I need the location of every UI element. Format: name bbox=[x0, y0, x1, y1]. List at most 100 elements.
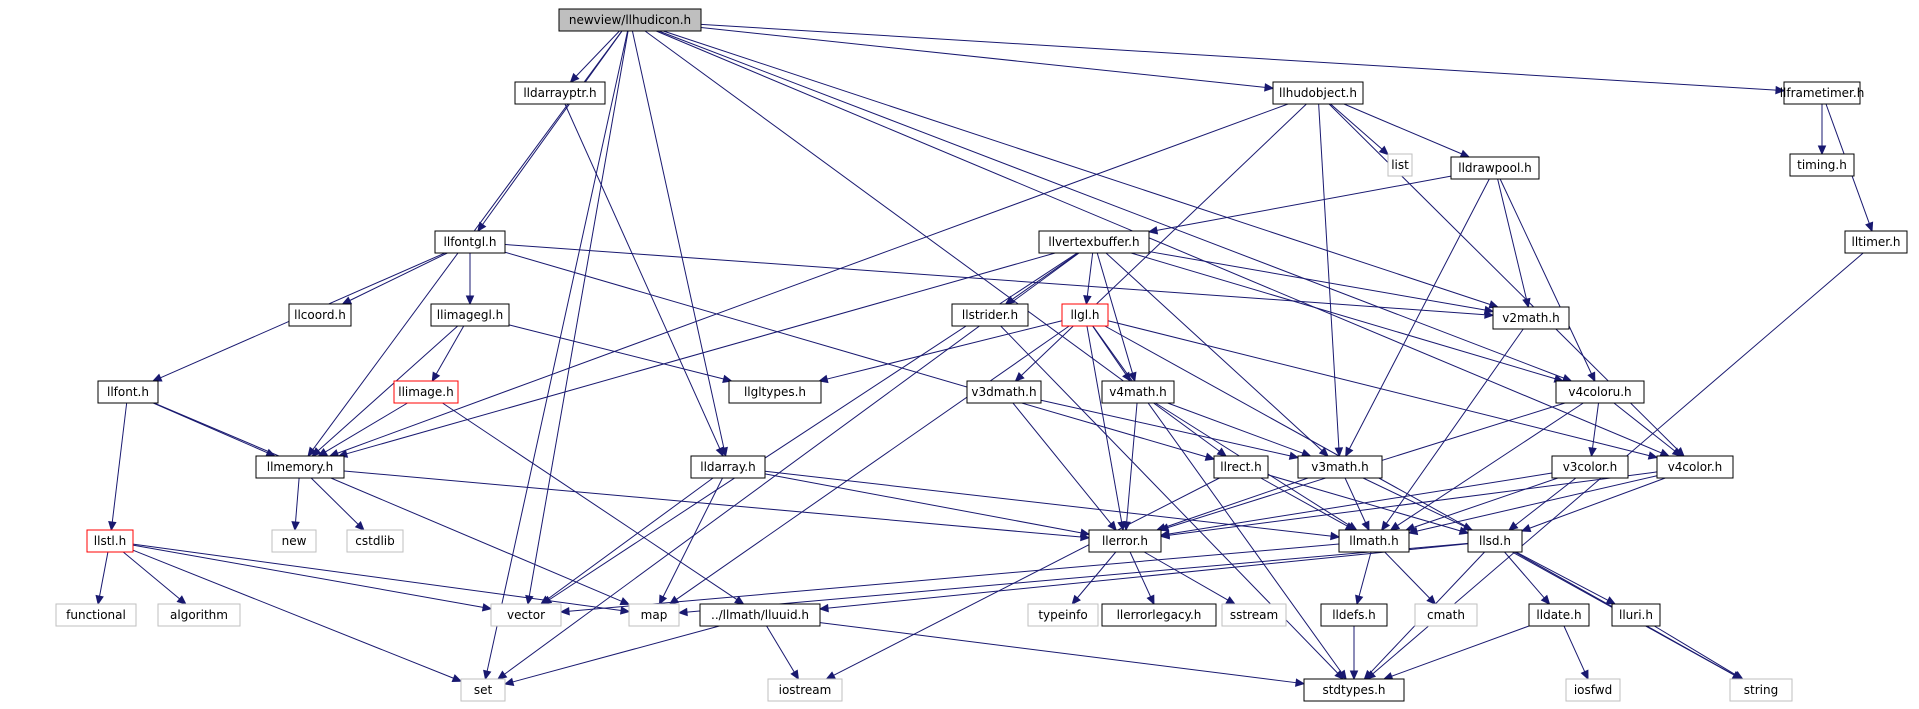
node-llgl[interactable]: llgl.h bbox=[1061, 303, 1109, 327]
edge-root-to-set bbox=[483, 30, 629, 681]
node-lldefs[interactable]: lldefs.h bbox=[1320, 603, 1388, 627]
node-llfont[interactable]: llfont.h bbox=[97, 380, 159, 404]
edge-line bbox=[547, 477, 714, 600]
node-label: list bbox=[1391, 158, 1409, 172]
node-box bbox=[1656, 455, 1734, 479]
edge-line bbox=[764, 473, 1082, 534]
edge-llmemory-to-cstdlib bbox=[310, 477, 365, 531]
edge-llvertexbuffer-to-v4math bbox=[1096, 252, 1137, 383]
node-v4math[interactable]: v4math.h bbox=[1101, 380, 1175, 404]
node-functional: functional bbox=[55, 603, 137, 627]
edge-lldarrayptr-to-lldarray bbox=[564, 103, 724, 458]
edge-line bbox=[568, 543, 1340, 612]
node-vector: vector bbox=[490, 603, 562, 627]
edge-root-to-llframetimer bbox=[700, 23, 1786, 95]
edge-llfontgl-to-llrect bbox=[504, 251, 1216, 461]
node-stdtypes[interactable]: stdtypes.h bbox=[1303, 678, 1405, 702]
node-algorithm: algorithm bbox=[157, 603, 241, 627]
edge-arrowhead bbox=[1605, 596, 1617, 605]
node-label: vector bbox=[507, 608, 545, 622]
edge-line bbox=[686, 542, 1469, 613]
node-llmemory[interactable]: llmemory.h bbox=[255, 455, 345, 479]
node-v4color[interactable]: v4color.h bbox=[1656, 455, 1734, 479]
node-string: string bbox=[1729, 678, 1793, 702]
node-llmath[interactable]: llmath.h bbox=[1338, 529, 1410, 553]
edge-llmath-to-vector bbox=[559, 543, 1340, 616]
edge-line bbox=[1385, 328, 1524, 524]
node-llcoord[interactable]: llcoord.h bbox=[288, 303, 352, 327]
edge-line bbox=[349, 252, 448, 301]
edge-llstl-to-vector bbox=[132, 544, 493, 612]
node-lltimer[interactable]: lltimer.h bbox=[1844, 230, 1908, 254]
node-llsd[interactable]: llsd.h bbox=[1467, 529, 1523, 553]
edge-line bbox=[631, 30, 725, 449]
node-root[interactable]: newview/llhudicon.h bbox=[558, 8, 702, 32]
edge-llvertexbuffer-to-llgl bbox=[1083, 252, 1094, 306]
edge-arrowhead bbox=[1407, 526, 1419, 536]
node-box bbox=[1297, 455, 1383, 479]
node-lluri[interactable]: lluri.h bbox=[1611, 603, 1661, 627]
node-llfontgl[interactable]: llfontgl.h bbox=[434, 230, 506, 254]
edge-arrowhead bbox=[658, 594, 668, 606]
node-label: llgl.h bbox=[1070, 308, 1099, 322]
edge-v4color-to-llerror bbox=[1159, 471, 1658, 540]
node-llrect[interactable]: llrect.h bbox=[1213, 455, 1269, 479]
node-box bbox=[288, 303, 352, 327]
node-v2math[interactable]: v2math.h bbox=[1492, 306, 1570, 330]
edge-line bbox=[700, 27, 1266, 88]
edge-llvertexbuffer-to-v2math bbox=[1148, 251, 1495, 315]
edge-line bbox=[132, 543, 622, 612]
node-label: stdtypes.h bbox=[1322, 683, 1385, 697]
node-box bbox=[558, 8, 702, 32]
edge-root-to-v2math bbox=[663, 30, 1499, 309]
node-label: llhudobject.h bbox=[1279, 86, 1357, 100]
node-timing[interactable]: timing.h bbox=[1789, 153, 1855, 177]
edge-arrowhead bbox=[1671, 447, 1683, 457]
node-label: llfont.h bbox=[107, 385, 149, 399]
node-lluuid[interactable]: ../llmath/lluuid.h bbox=[699, 603, 821, 627]
edge-line bbox=[132, 549, 454, 679]
edge-line bbox=[1515, 551, 1609, 601]
node-lldarray[interactable]: lldarray.h bbox=[690, 455, 766, 479]
edge-line bbox=[1397, 402, 1584, 527]
node-llvertexbuffer[interactable]: llvertexbuffer.h bbox=[1038, 230, 1150, 254]
node-v3dmath[interactable]: v3dmath.h bbox=[966, 380, 1042, 404]
edge-arrowhead bbox=[1587, 371, 1596, 383]
node-box bbox=[1565, 678, 1621, 702]
node-llimage[interactable]: llimage.h bbox=[393, 380, 459, 404]
node-v3math[interactable]: v3math.h bbox=[1297, 455, 1383, 479]
edge-arrowhead bbox=[1159, 531, 1170, 540]
edge-arrowhead bbox=[1389, 521, 1401, 531]
edge-v3math-to-llmath bbox=[1344, 477, 1370, 532]
node-box bbox=[1213, 455, 1269, 479]
node-llerrorlegacy[interactable]: llerrorlegacy.h bbox=[1101, 603, 1217, 627]
edge-arrowhead bbox=[503, 677, 515, 686]
node-lldate[interactable]: lldate.h bbox=[1528, 603, 1590, 627]
edge-arrowhead bbox=[151, 373, 163, 382]
edge-line bbox=[1563, 625, 1586, 672]
node-iosfwd: iosfwd bbox=[1565, 678, 1621, 702]
edge-lldefs-to-stdtypes bbox=[1349, 626, 1359, 681]
node-llstrider[interactable]: llstrider.h bbox=[951, 303, 1029, 327]
node-v4coloru[interactable]: v4coloru.h bbox=[1555, 380, 1645, 404]
node-box bbox=[430, 303, 510, 327]
node-box bbox=[1783, 81, 1861, 105]
edge-lldate-to-iosfwd bbox=[1563, 625, 1589, 681]
node-lldrawpool[interactable]: lldrawpool.h bbox=[1450, 156, 1540, 180]
edge-arrowhead bbox=[525, 594, 534, 606]
node-llerror[interactable]: llerror.h bbox=[1088, 529, 1162, 553]
node-llgltypes[interactable]: llgltypes.h bbox=[728, 380, 822, 404]
edge-llhudobject-to-v3dmath bbox=[1014, 103, 1307, 382]
node-box bbox=[1088, 529, 1162, 553]
node-box bbox=[1492, 306, 1570, 330]
node-lldarrayptr[interactable]: lldarrayptr.h bbox=[514, 81, 606, 105]
node-box bbox=[728, 380, 822, 404]
node-llframetimer[interactable]: llframetimer.h bbox=[1780, 81, 1865, 105]
node-v3color[interactable]: v3color.h bbox=[1551, 455, 1629, 479]
edge-llhudobject-to-list bbox=[1330, 103, 1389, 156]
edge-line bbox=[1164, 477, 1309, 528]
node-llimagegl[interactable]: llimagegl.h bbox=[430, 303, 510, 327]
node-llhudobject[interactable]: llhudobject.h bbox=[1272, 81, 1364, 105]
node-llstl[interactable]: llstl.h bbox=[86, 529, 134, 553]
